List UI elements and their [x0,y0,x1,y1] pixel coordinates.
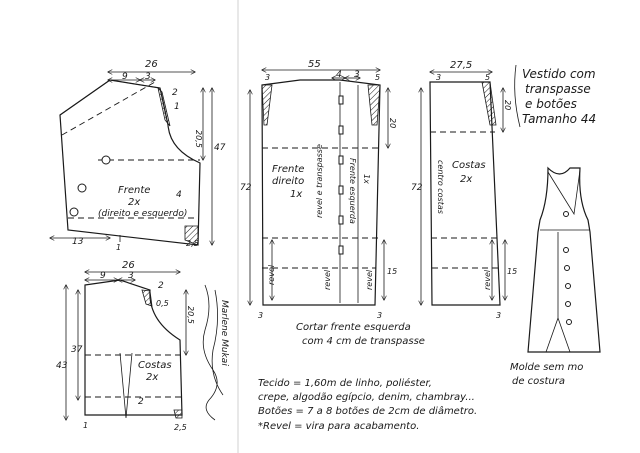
button-marker-icon [101,155,111,165]
front-skirt-qty: 1x [290,189,302,200]
buttonhole-icon [338,95,344,105]
front-bodice-qty: 2x [128,197,140,208]
button-marker-icon [77,183,87,193]
front-bodice-length: 47 [214,143,226,153]
button-icon [564,265,570,271]
front-skirt-width: 55 [308,59,321,70]
front-skirt-top-drop: 20 [388,118,397,128]
front-skirt-qty-left: 1x [362,174,371,184]
front-bodice-seg-left: 9 [122,72,128,82]
back-bodice-dart: 2 [138,397,144,407]
buttonhole-icon [338,185,344,195]
front-bodice-side: 2,5 [186,239,199,248]
front-bodice-notch: 4 [176,190,182,200]
back-skirt-bottom-mark: 3 [496,311,501,320]
front-skirt-length: 72 [240,183,252,193]
signature-scribble [202,284,224,421]
front-skirt-revel1: revel [267,264,276,285]
button-icon [563,211,569,217]
front-skirt-seg-b: 3 [354,70,360,80]
back-bodice-neck: 2 [158,281,164,291]
back-skirt-length: 72 [411,183,423,193]
front-skirt-bottom-left: 3 [258,311,263,320]
back-skirt-top-drop: 20 [503,100,512,110]
signature: Marlene Mukai [219,300,229,366]
cut-note-line2: com 4 cm de transpasse [302,336,425,347]
title-line1: Vestido com [522,67,596,81]
front-skirt-piece [250,70,388,306]
back-skirt-corner-left: 3 [436,73,441,82]
buttonhole-icon [338,215,344,225]
materials-line3: Botões = 7 a 8 botões de 2cm de diâmetro… [258,405,477,417]
buttonhole-icon [338,245,344,255]
front-skirt-revel3: revel [365,269,374,290]
front-skirt-bottom-right: 3 [377,311,382,320]
back-bodice-piece [66,272,186,420]
title-line2: transpasse [525,82,591,96]
mould-note-line1: Molde sem mo [510,362,583,373]
back-bodice-seg-mid: 3 [128,271,134,281]
buttonhole-icon [338,125,344,135]
front-bodice-seg-mid: 3 [145,72,151,82]
buttonhole-icon [338,155,344,165]
back-bodice-armhole-drop: 0,5 [156,299,169,308]
front-skirt-revel2: revel [323,269,332,290]
materials-line4: *Revel = vira para acabamento. [258,421,419,432]
mould-note-line2: de costura [512,376,565,387]
back-bodice-length-inner: 37 [71,345,83,355]
back-bodice-qty: 2x [146,372,158,383]
front-skirt-seg-a: 4 [336,70,342,80]
front-bodice-label: Frente [118,185,150,196]
back-skirt-width: 27,5 [450,60,472,71]
front-skirt-label2: direito [272,176,304,187]
materials-line2: crepe, algodão egípcio, denim, chambray.… [258,391,475,403]
button-icon [563,247,569,253]
title-bracket [514,64,521,128]
front-bodice-bottom-left: 13 [72,237,84,247]
front-skirt-corner-right: 5 [375,73,380,82]
back-bodice-seg-left: 9 [100,271,106,281]
front-bodice-neck-drop: 2 [172,88,178,98]
front-skirt-corner-left: 3 [265,73,270,82]
back-bodice-length: 43 [56,361,68,371]
button-icon [565,301,571,307]
back-bodice-armhole: 20,5 [186,306,195,324]
front-bodice-bottom-mark: 1 [116,243,121,252]
title-line3: e botões [525,97,577,111]
title-line4: Tamanho 44 [522,112,596,126]
materials-line1: Tecido = 1,60m de linho, poliéster, [258,377,432,389]
back-skirt-center-label: centro costas [436,160,445,214]
front-skirt-hem: 15 [387,267,397,276]
button-icon [565,283,571,289]
back-bodice-label: Costas [138,360,172,371]
back-skirt-hem: 15 [507,267,517,276]
back-skirt-revel: revel [483,269,492,290]
front-skirt-label-left: Frente esquerda [348,158,357,224]
front-bodice-width: 26 [145,59,158,70]
front-skirt-fold-label: revel e transpasse [315,144,324,218]
front-bodice-shoulder: 1 [174,102,180,112]
back-skirt-label: Costas [452,160,486,171]
button-marker-icon [69,207,79,217]
button-icon [566,319,572,325]
back-bodice-side: 2,5 [174,423,187,432]
back-bodice-width: 26 [122,260,135,271]
back-skirt-corner-right: 5 [485,73,490,82]
front-skirt-label1: Frente [272,164,304,175]
back-skirt-piece [421,72,505,306]
front-bodice-piece [50,72,212,246]
back-skirt-qty: 2x [460,174,472,185]
cut-note-line1: Cortar frente esquerda [296,322,411,333]
back-bodice-bottom-mark: 1 [83,421,88,430]
dress-illustration [527,166,601,353]
front-bodice-note: (direito e esquerdo) [98,209,187,219]
front-bodice-armhole: 20,5 [194,130,203,148]
